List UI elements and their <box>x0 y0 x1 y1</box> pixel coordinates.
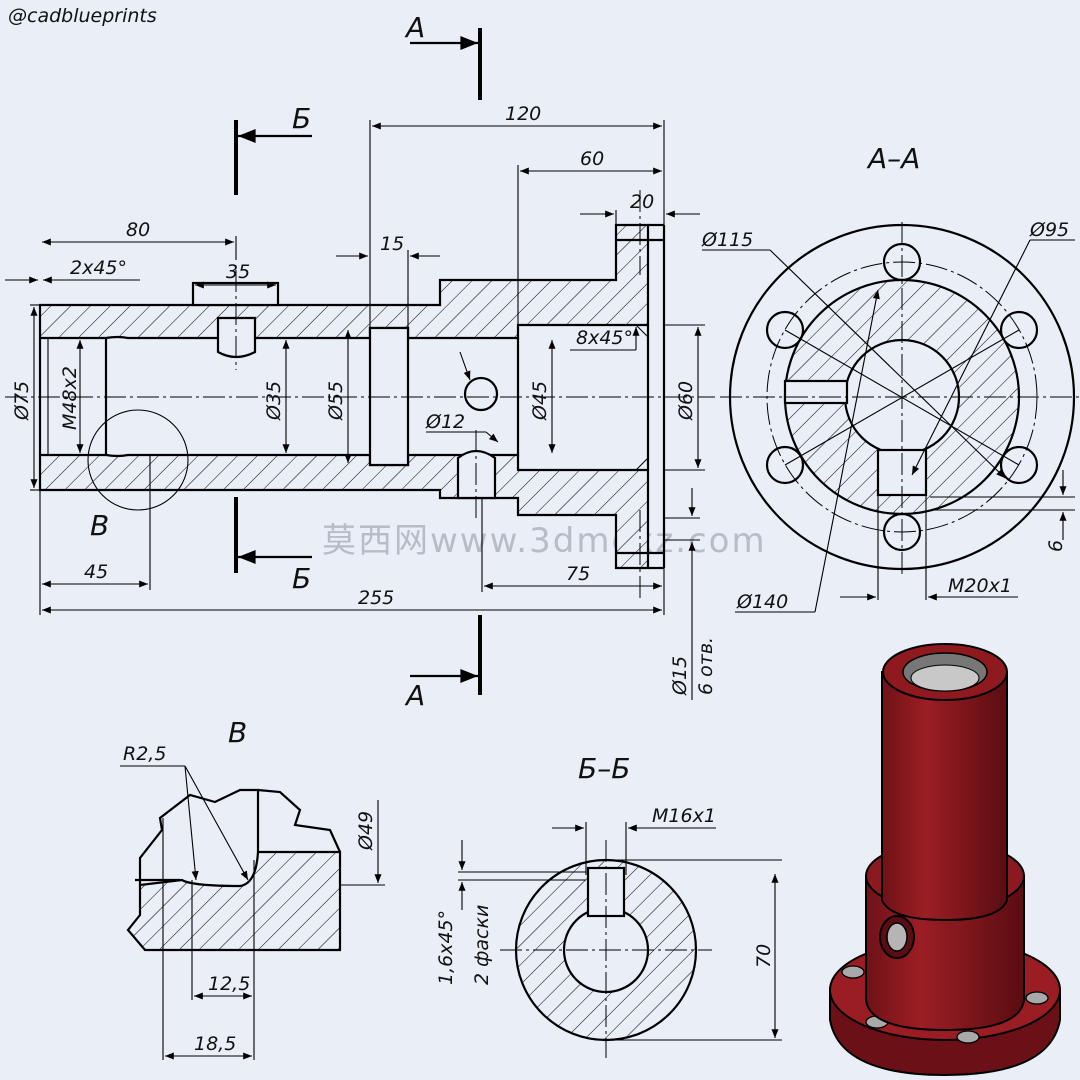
dim-d75: Ø75 <box>11 381 33 421</box>
dim-d140: Ø140 <box>736 591 788 613</box>
dim-255: 255 <box>358 587 394 609</box>
dim-chamfer-1-6x45: 1,6x45° <box>435 910 457 985</box>
dim-m16x1: M16x1 <box>652 805 716 827</box>
detail-v-callout-label: В <box>90 509 109 542</box>
detail-v-callout-circle <box>87 409 189 511</box>
dim-120: 120 <box>505 103 541 125</box>
main-section-view: В <box>5 190 715 600</box>
main-dimensions: 120 60 20 80 2x45° 35 15 8x45° Ø75 M48x2… <box>5 103 717 700</box>
dim-12-5: 12,5 <box>208 973 250 995</box>
dim-d55: Ø55 <box>325 381 347 421</box>
dim-70: 70 <box>753 944 775 968</box>
section-bb-title: Б–Б <box>578 752 630 785</box>
dim-r25: R2,5 <box>123 743 166 765</box>
dim-6-holes: 6 отв. <box>695 637 717 695</box>
dim-d45: Ø45 <box>529 381 551 421</box>
label-a-bottom: А <box>404 679 425 712</box>
dim-d95: Ø95 <box>1029 219 1069 241</box>
cut-marker-a-top: А <box>404 11 482 100</box>
dim-d115: Ø115 <box>701 229 753 251</box>
dim-18-5: 18,5 <box>194 1033 236 1055</box>
cut-marker-b-top: Б <box>234 102 312 195</box>
detail-v-view: В Ø49 R2,5 12,5 18,5 <box>120 716 385 1060</box>
main-wall-upper <box>38 223 650 340</box>
dim-45: 45 <box>84 561 108 583</box>
iso-view-red-bushing <box>829 643 1061 1077</box>
aa-side-hole <box>783 379 849 405</box>
cut-marker-b-bottom: Б <box>234 497 312 595</box>
section-bb-view: Б–Б M16x1 70 1,6x45° 2 фаски <box>435 752 782 1058</box>
detail-v-section <box>126 850 342 952</box>
dim-80: 80 <box>126 219 150 241</box>
dim-d15: Ø15 <box>669 656 691 696</box>
label-b-bottom: Б <box>292 562 311 595</box>
dim-20: 20 <box>630 191 654 213</box>
dim-60: 60 <box>580 148 604 170</box>
dim-15: 15 <box>380 233 404 255</box>
dim-d12: Ø12 <box>425 411 465 433</box>
cut-marker-a-bottom: А <box>404 615 482 712</box>
section-aa-title: А–А <box>866 142 920 175</box>
dim-2-chamfers: 2 фаски <box>471 905 493 985</box>
section-aa-view: А–А Ø115 Ø95 Ø140 M20x1 <box>701 142 1080 613</box>
dim-75: 75 <box>566 563 590 585</box>
watermark-center: 莫西网www.3dmoxz.com <box>322 521 767 561</box>
dim-chamfer-2x45: 2x45° <box>70 257 127 279</box>
watermark-top: @cadblueprints <box>8 5 157 27</box>
dim-m20x1: M20x1 <box>948 575 1012 597</box>
label-a-top: А <box>404 11 425 44</box>
cross-hole-d12 <box>463 376 499 412</box>
dim-m48x2: M48x2 <box>59 366 81 430</box>
label-b-top: Б <box>292 102 311 135</box>
dim-chamfer-8x45: 8x45° <box>576 327 633 349</box>
dim-d49: Ø49 <box>355 811 377 851</box>
dim-6: 6 <box>1045 540 1067 552</box>
dim-d35: Ø35 <box>263 381 285 421</box>
detail-v-title: В <box>228 716 247 749</box>
dim-35: 35 <box>226 261 250 283</box>
dim-d60: Ø60 <box>675 381 697 421</box>
